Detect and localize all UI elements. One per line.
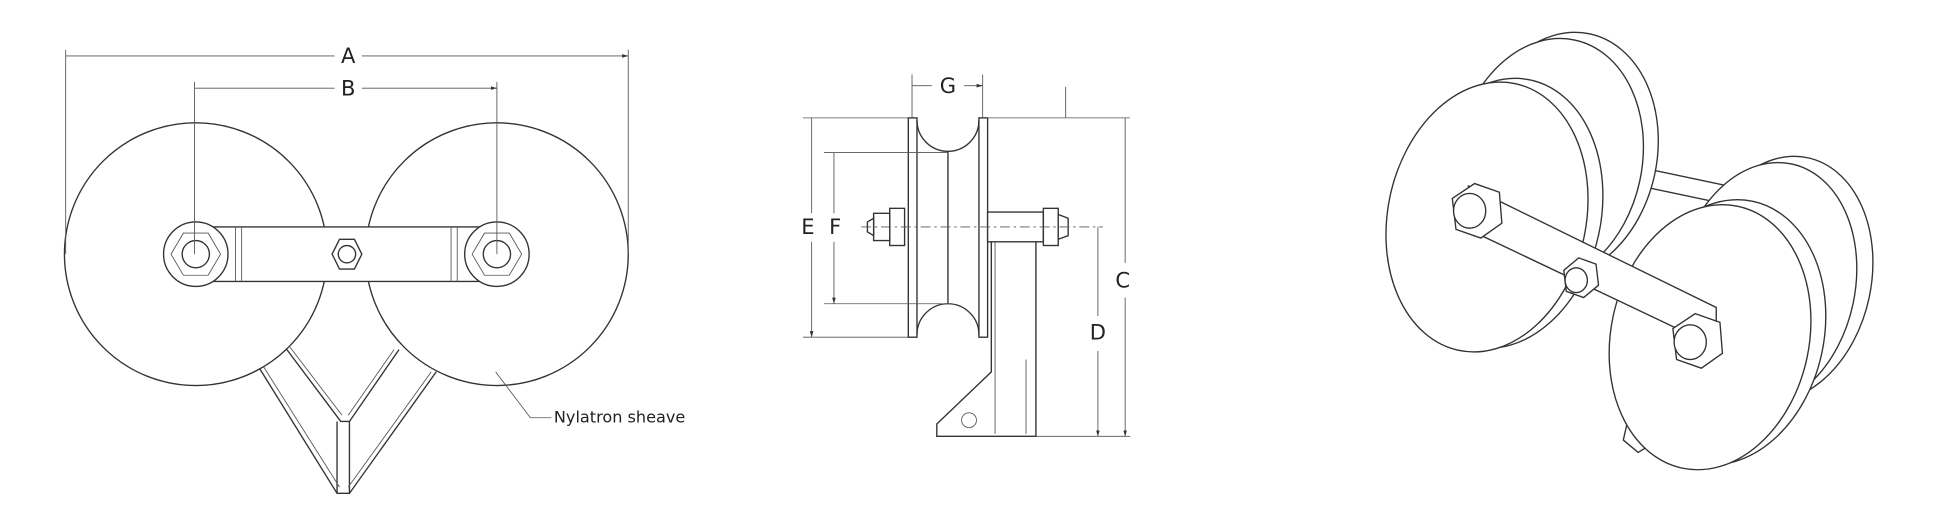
- iso-center-nut-icon: [1563, 257, 1600, 299]
- dimension-g-label: G: [940, 73, 956, 98]
- dimension-c-label: C: [1115, 267, 1130, 292]
- axle-bar: [209, 226, 513, 283]
- iso-right-nut-icon: [1672, 312, 1724, 369]
- callout-leader: [495, 371, 552, 419]
- dimension-a-label: A: [341, 43, 356, 68]
- isometric-view: [1385, 31, 1874, 471]
- left-nut-icon: [162, 221, 229, 288]
- dimension-d-label: D: [1090, 319, 1106, 344]
- center-nut-icon: [331, 238, 363, 270]
- sheave-profile: [907, 117, 989, 338]
- iso-left-nut-icon: [1451, 182, 1503, 239]
- dimension-e-label: E: [801, 214, 814, 239]
- dimension-b-label: B: [341, 75, 355, 100]
- dimension-f-label: F: [829, 214, 841, 239]
- mount-bracket: [253, 346, 437, 495]
- front-view: A B Nylatron sheave: [63, 43, 686, 495]
- callout-label: Nylatron sheave: [554, 407, 686, 426]
- side-view: E F G C D: [801, 73, 1130, 436]
